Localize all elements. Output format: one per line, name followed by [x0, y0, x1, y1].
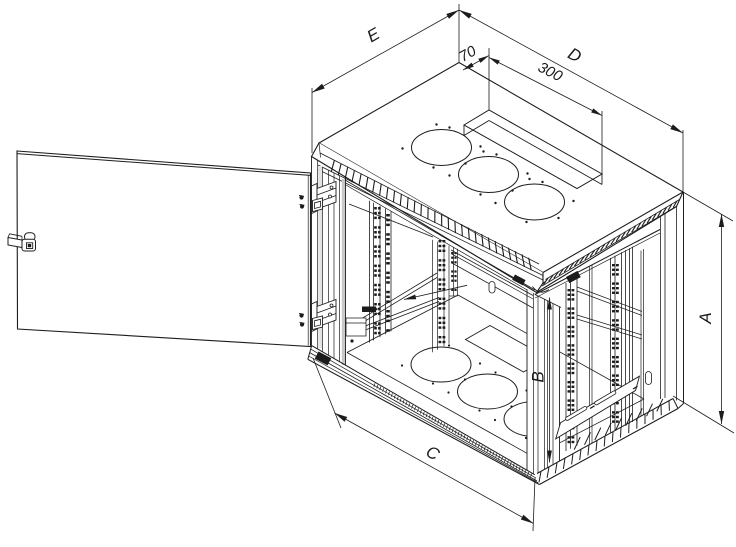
- svg-text:D: D: [565, 44, 585, 67]
- svg-text:C: C: [423, 442, 444, 465]
- svg-text:300: 300: [535, 59, 566, 86]
- svg-text:A: A: [696, 312, 715, 324]
- svg-text:E: E: [364, 24, 384, 46]
- svg-text:70: 70: [456, 42, 479, 65]
- svg-text:B: B: [529, 371, 548, 382]
